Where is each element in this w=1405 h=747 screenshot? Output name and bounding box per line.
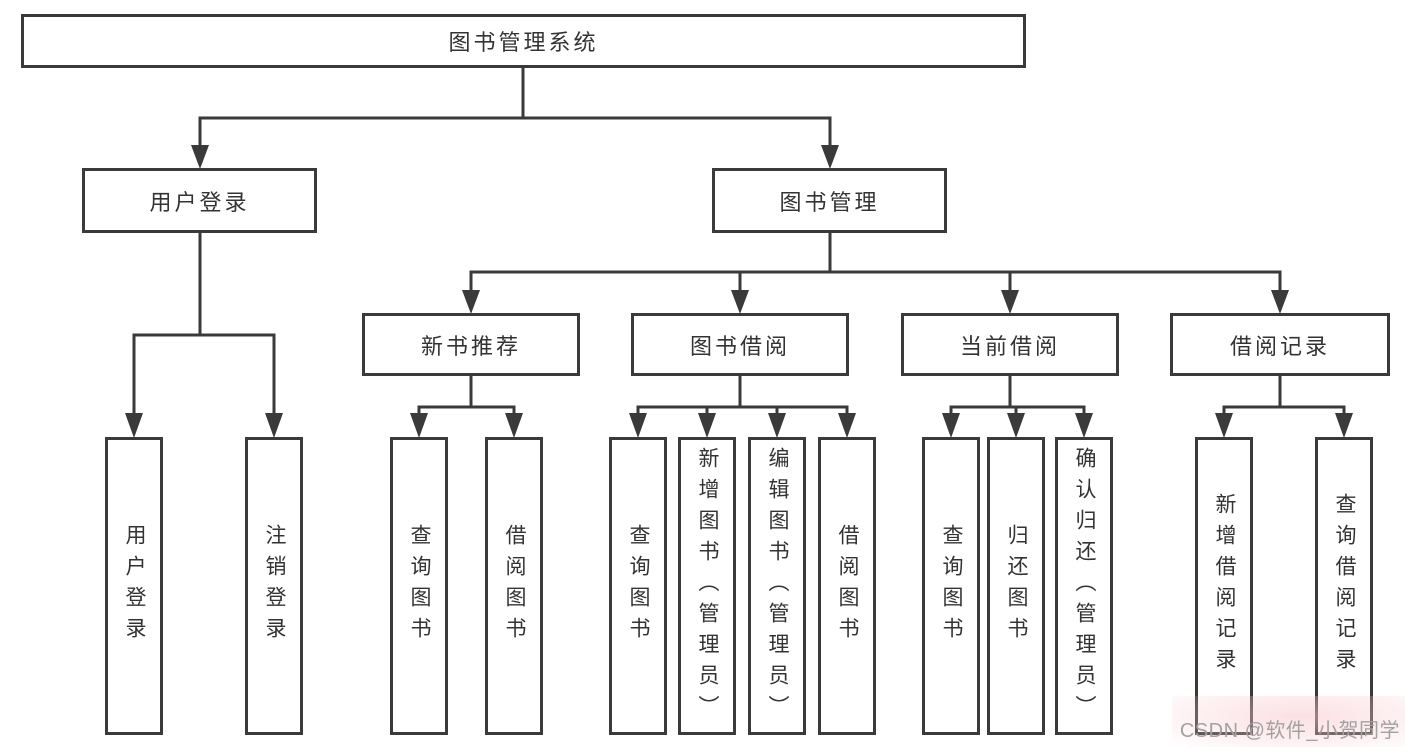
edge-book-borrow-children: [629, 376, 856, 438]
node-label: 新书推荐: [420, 333, 521, 359]
node-current-borrowing: 当前借阅: [901, 313, 1119, 376]
node-label: 借阅图书: [836, 524, 859, 648]
node-label: 借阅图书: [503, 524, 526, 648]
leaf-logout: 注销登录: [245, 437, 303, 735]
leaf-br-query-record: 查询借阅记录: [1315, 437, 1373, 735]
node-label: 查询图书: [408, 524, 431, 648]
node-label: 编辑图书（管理员）: [766, 446, 789, 726]
leaf-cb-query-books: 查询图书: [922, 437, 980, 735]
leaf-user-login: 用户登录: [105, 437, 163, 735]
node-label: 注销登录: [263, 524, 286, 648]
arrowhead-down-icon: [731, 290, 749, 314]
leaf-br-add-record: 新增借阅记录: [1195, 437, 1253, 735]
arrowhead-down-icon: [1007, 413, 1025, 438]
node-label: 归还图书: [1005, 524, 1028, 648]
edge-borrow-records-children: [1215, 376, 1353, 438]
leaf-bb-borrow-books: 借阅图书: [818, 437, 876, 735]
node-label: 用户登录: [123, 524, 146, 648]
node-user-login: 用户登录: [82, 168, 317, 233]
leaf-rec-query-books: 查询图书: [390, 437, 448, 735]
node-label: 新增借阅记录: [1213, 493, 1236, 679]
arrowhead-down-icon: [410, 413, 428, 438]
leaf-bb-edit-books-admin: 编辑图书（管理员）: [748, 437, 806, 735]
node-label: 用户登录: [149, 189, 250, 215]
csdn-watermark: CSDN @软件_小贺同学: [1179, 720, 1400, 742]
node-label: 图书管理系统: [448, 30, 599, 55]
arrowhead-down-icon: [265, 413, 283, 438]
arrowhead-down-icon: [1075, 413, 1093, 438]
arrowhead-down-icon: [768, 413, 786, 438]
node-label: 图书借阅: [689, 333, 790, 359]
node-label: 图书管理: [779, 189, 880, 215]
node-root: 图书管理系统: [21, 14, 1026, 68]
arrowhead-down-icon: [125, 413, 143, 438]
node-book-borrowing: 图书借阅: [631, 313, 849, 376]
leaf-cb-confirm-return-admin: 确认归还（管理员）: [1055, 437, 1113, 735]
edge-new-book-rec-children: [410, 376, 523, 438]
leaf-rec-borrow-books: 借阅图书: [485, 437, 543, 735]
node-label: 确认归还（管理员）: [1073, 446, 1096, 726]
node-label: 新增图书（管理员）: [696, 446, 719, 726]
node-label: 借阅记录: [1229, 333, 1330, 359]
arrowhead-down-icon: [942, 413, 960, 438]
node-borrowing-records: 借阅记录: [1170, 313, 1390, 376]
arrowhead-down-icon: [838, 413, 856, 438]
leaf-cb-return-books: 归还图书: [987, 437, 1045, 735]
edge-book-mgmt-children: [462, 233, 1289, 314]
arrowhead-down-icon: [462, 290, 480, 314]
arrowhead-down-icon: [629, 413, 647, 438]
node-book-management: 图书管理: [712, 168, 947, 233]
arrowhead-down-icon: [1271, 290, 1289, 314]
edge-user-login-children: [125, 233, 283, 438]
arrowhead-down-icon: [821, 145, 839, 169]
edge-root-to-level2: [191, 68, 839, 169]
arrowhead-down-icon: [505, 413, 523, 438]
node-label: 查询借阅记录: [1333, 493, 1356, 679]
arrowhead-down-icon: [698, 413, 716, 438]
arrowhead-down-icon: [1215, 413, 1233, 438]
arrowhead-down-icon: [1335, 413, 1353, 438]
leaf-bb-add-books-admin: 新增图书（管理员）: [678, 437, 736, 735]
node-label: 查询图书: [940, 524, 963, 648]
node-label: 查询图书: [627, 524, 650, 648]
node-new-book-recommendation: 新书推荐: [362, 313, 580, 376]
node-label: 当前借阅: [959, 333, 1060, 359]
edge-current-borrow-children: [942, 376, 1093, 438]
arrowhead-down-icon: [1001, 290, 1019, 314]
leaf-bb-query-books: 查询图书: [609, 437, 667, 735]
arrowhead-down-icon: [191, 145, 209, 169]
